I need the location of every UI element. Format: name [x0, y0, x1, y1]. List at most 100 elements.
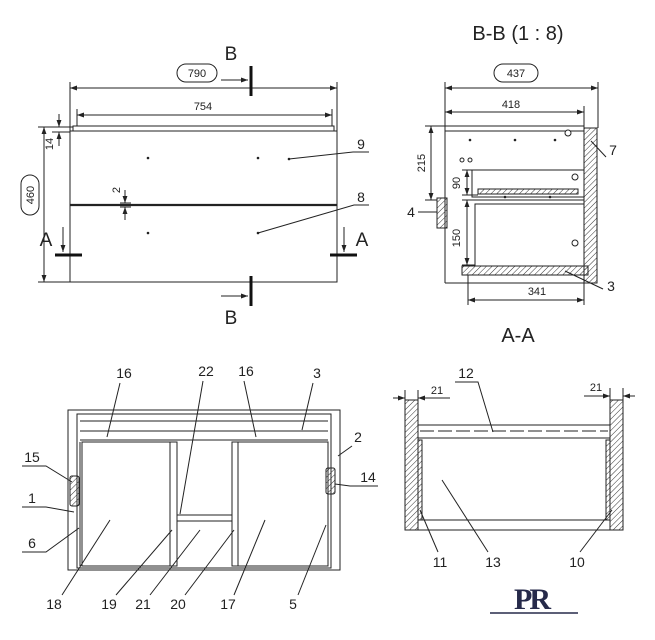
callout-label: 17 [220, 596, 236, 612]
callout-label: 1 [28, 490, 36, 506]
hole-dot [146, 231, 150, 235]
leader-line [184, 529, 235, 596]
leader-line [297, 524, 327, 596]
cabinet-body-outline [69, 130, 338, 283]
right-drawer-box [237, 441, 329, 567]
section-letter-a-left: A [40, 230, 53, 251]
leader-line [334, 483, 378, 487]
dimension-panel-width: 754 [194, 101, 212, 113]
lower-drawer-box [474, 203, 585, 267]
dimension-right-side: 21 [590, 382, 602, 394]
callout-label: 15 [24, 449, 40, 465]
hole-dot [146, 156, 150, 160]
callout-label: 3 [313, 365, 321, 381]
dimension-gap: 2 [111, 187, 123, 193]
left-guide-hatched [69, 475, 80, 507]
callout-label: 2 [354, 429, 362, 445]
leader-line [288, 151, 369, 160]
leader-line [579, 509, 613, 553]
section-letter-a-right: A [356, 230, 369, 251]
dimension-overall-width: 790 [188, 68, 206, 80]
middle-right-partition [231, 441, 239, 567]
left-side-panel-hatched [404, 399, 419, 531]
right-inner-side-hatched [605, 439, 611, 521]
brand-logo: PR [490, 583, 578, 616]
callout-label: 18 [46, 596, 62, 612]
callout-label: 14 [360, 469, 376, 485]
hole-dot [513, 138, 517, 142]
dimension-height: 460 [25, 186, 37, 204]
callout-label: 5 [289, 596, 297, 612]
hole-circle [459, 157, 465, 163]
section-a-a-title: A-A [501, 325, 535, 347]
callout-label: 19 [101, 596, 117, 612]
callout-label: 6 [28, 535, 36, 551]
leader-line [301, 382, 314, 431]
callout-label: 3 [607, 278, 615, 294]
dimension-body-depth: 418 [502, 99, 520, 111]
section-letter-b-bottom: B [225, 308, 238, 329]
cabinet-outer-frame [67, 409, 341, 571]
dimension-label-box [176, 63, 218, 83]
dimension-left-side: 21 [431, 385, 443, 397]
bottom-panel [417, 519, 611, 531]
dimension-top-offset: 14 [44, 138, 56, 150]
logo-text: PR [514, 583, 551, 616]
leader-line [419, 509, 439, 553]
middle-shelf [176, 514, 233, 522]
hole-dot [256, 156, 260, 160]
dimension-drawer-length: 341 [528, 286, 546, 298]
leader-line [22, 527, 80, 553]
height-label-group: 460 [20, 174, 40, 216]
leader-line [564, 270, 604, 290]
countertop-strip [72, 125, 335, 132]
inner-compartment [417, 437, 611, 521]
callout-label: 22 [198, 363, 214, 379]
front-panel-hatched [583, 127, 598, 284]
upper-drawer-bottom-hatched [477, 188, 579, 195]
hole-circle [564, 129, 572, 137]
top-panel [444, 125, 585, 132]
side-part-hatched [436, 197, 448, 229]
hole-dot [553, 138, 557, 142]
leader-line [257, 204, 369, 234]
callout-label: 12 [458, 365, 474, 381]
leader-line [243, 380, 257, 438]
callout-label: 10 [569, 554, 585, 570]
dimension-label-box [493, 63, 539, 83]
callout-label: 9 [357, 136, 365, 152]
hole-dot [468, 138, 472, 142]
callout-label: 20 [170, 596, 186, 612]
hole-circle [571, 239, 579, 247]
upper-drawer-box [471, 169, 585, 198]
callout-label: 8 [357, 189, 365, 205]
callout-label: 7 [609, 142, 617, 158]
dimension-overall-depth: 437 [507, 68, 525, 80]
assembly-front-view: 16 22 16 3 2 15 14 1 6 18 19 21 20 17 5 [22, 363, 378, 612]
leader-line [149, 529, 201, 596]
leader-line [441, 479, 489, 553]
dimension-lower-drawer: 150 [451, 229, 463, 247]
leader-line [337, 445, 353, 457]
leader-line [22, 506, 75, 513]
leader-line [22, 465, 73, 483]
callout-label: 16 [116, 365, 132, 381]
callout-label: 21 [135, 596, 151, 612]
dimension-label-box [20, 174, 40, 216]
callout-label: 16 [238, 363, 254, 379]
callout-label: 13 [485, 554, 501, 570]
middle-left-partition [169, 441, 178, 567]
cabinet-inner-frame [76, 413, 332, 569]
hole-circle [571, 173, 579, 181]
lower-drawer-bottom-hatched [461, 265, 589, 276]
leader-line [61, 519, 111, 596]
callout-label: 11 [433, 554, 448, 570]
dimension-upper-height: 215 [416, 154, 428, 172]
leader-line [233, 519, 266, 596]
leader-line [106, 382, 121, 438]
leader-line [590, 140, 607, 158]
section-b-b-title: B-B (1 : 8) [472, 23, 563, 45]
leader-line [179, 380, 204, 515]
section-b-b: B-B (1 : 8) 437 418 [407, 23, 617, 305]
